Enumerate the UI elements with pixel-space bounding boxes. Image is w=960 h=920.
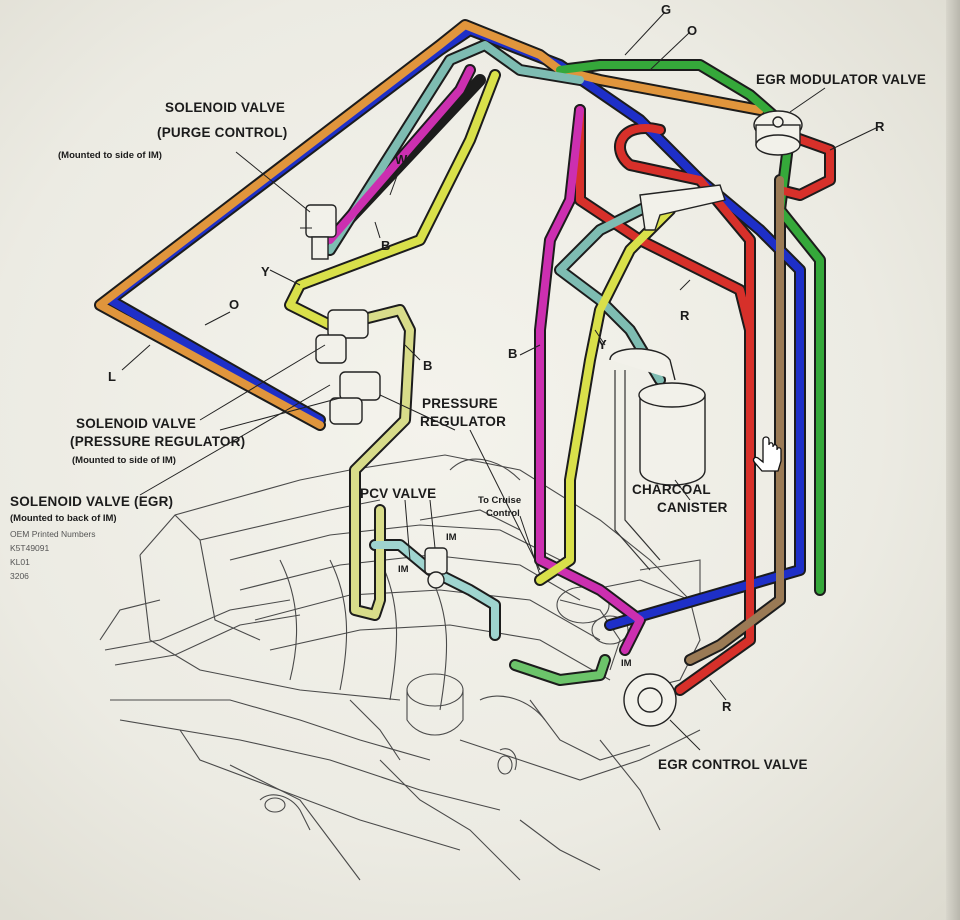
oem-note-2: KL01: [10, 557, 30, 567]
hose-letter-b-purge: B: [381, 238, 390, 253]
hose-orange: [96, 21, 764, 429]
purge-solenoid-part: [300, 204, 337, 260]
hose-letter-o-left: O: [229, 297, 239, 312]
hose-red-loop: [756, 121, 834, 199]
hose-letter-r-mid: R: [680, 308, 690, 323]
im-label-3: IM: [621, 658, 632, 669]
pressure-regulator-label: PRESSURE: [422, 396, 498, 411]
charcoal-canister-part: [609, 348, 706, 571]
purge-solenoid-sublabel: (PURGE CONTROL): [157, 125, 288, 140]
hose-magenta-upper: [326, 66, 474, 244]
hose-letter-w: W: [395, 152, 408, 167]
hoses: [96, 21, 834, 694]
pressure-solenoid-note: (Mounted to side of IM): [72, 455, 176, 466]
monitor-edge: [946, 0, 960, 920]
hose-yellow-upper: [286, 71, 499, 329]
hose-magenta: [536, 106, 644, 654]
purge-solenoid-note: (Mounted to side of IM): [58, 150, 162, 161]
egr-control-valve-part: [623, 673, 677, 727]
hose-letter-y-left: Y: [261, 264, 270, 279]
hose-teal: [556, 196, 664, 384]
pressure-regulator-sublabel: REGULATOR: [420, 414, 506, 429]
hose-letter-y-center: Y: [598, 337, 607, 352]
to-cruise-control-sublabel: Control: [486, 508, 520, 519]
im-label-2: IM: [398, 564, 409, 575]
hose-letter-r-top: R: [875, 119, 885, 134]
egr-solenoid-label: SOLENOID VALVE (EGR): [10, 494, 173, 509]
hose-letter-r-bottom: R: [722, 699, 732, 714]
hose-teal-pcv: [371, 541, 499, 639]
pcv-valve-part: [424, 547, 448, 589]
charcoal-canister-label: CHARCOAL: [632, 482, 711, 497]
egr-modulator-valve-part: [753, 110, 803, 156]
pressure-solenoid-label: SOLENOID VALVE: [76, 416, 196, 431]
oem-note-title: OEM Printed Numbers: [10, 529, 96, 539]
pressure-solenoid-parts: [315, 309, 381, 425]
oem-note-3: 3206: [10, 571, 29, 581]
hose-letter-b-center: B: [508, 346, 517, 361]
pcv-valve-label: PCV VALVE: [360, 486, 436, 501]
egr-control-valve-label: EGR CONTROL VALVE: [658, 757, 808, 772]
purge-solenoid-label: SOLENOID VALVE: [165, 100, 285, 115]
hand-cursor-icon: [752, 436, 782, 472]
engine-drawing: [99, 454, 701, 881]
hose-yellow-pressure: [351, 306, 414, 619]
hose-brown: [686, 176, 784, 664]
hose-letter-g: G: [661, 2, 671, 17]
leader-lines: [121, 11, 877, 751]
hose-letter-b-mid: B: [423, 358, 432, 373]
egr-modulator-valve-label: EGR MODULATOR VALVE: [756, 72, 926, 87]
pressure-solenoid-sublabel: (PRESSURE REGULATOR): [70, 434, 245, 449]
bracket-part: [639, 184, 726, 231]
hose-letter-l-left: L: [108, 369, 116, 384]
hose-yellow: [536, 206, 674, 584]
hose-green-lower: [511, 656, 609, 684]
hose-teal-upper: [326, 41, 584, 254]
charcoal-canister-sublabel: CANISTER: [657, 500, 728, 515]
im-label-1: IM: [446, 532, 457, 543]
to-cruise-control-label: To Cruise: [478, 495, 521, 506]
egr-solenoid-note: (Mounted to back of IM): [10, 513, 117, 524]
hose-letter-o-top: O: [687, 23, 697, 38]
oem-note-1: K5T49091: [10, 543, 49, 553]
